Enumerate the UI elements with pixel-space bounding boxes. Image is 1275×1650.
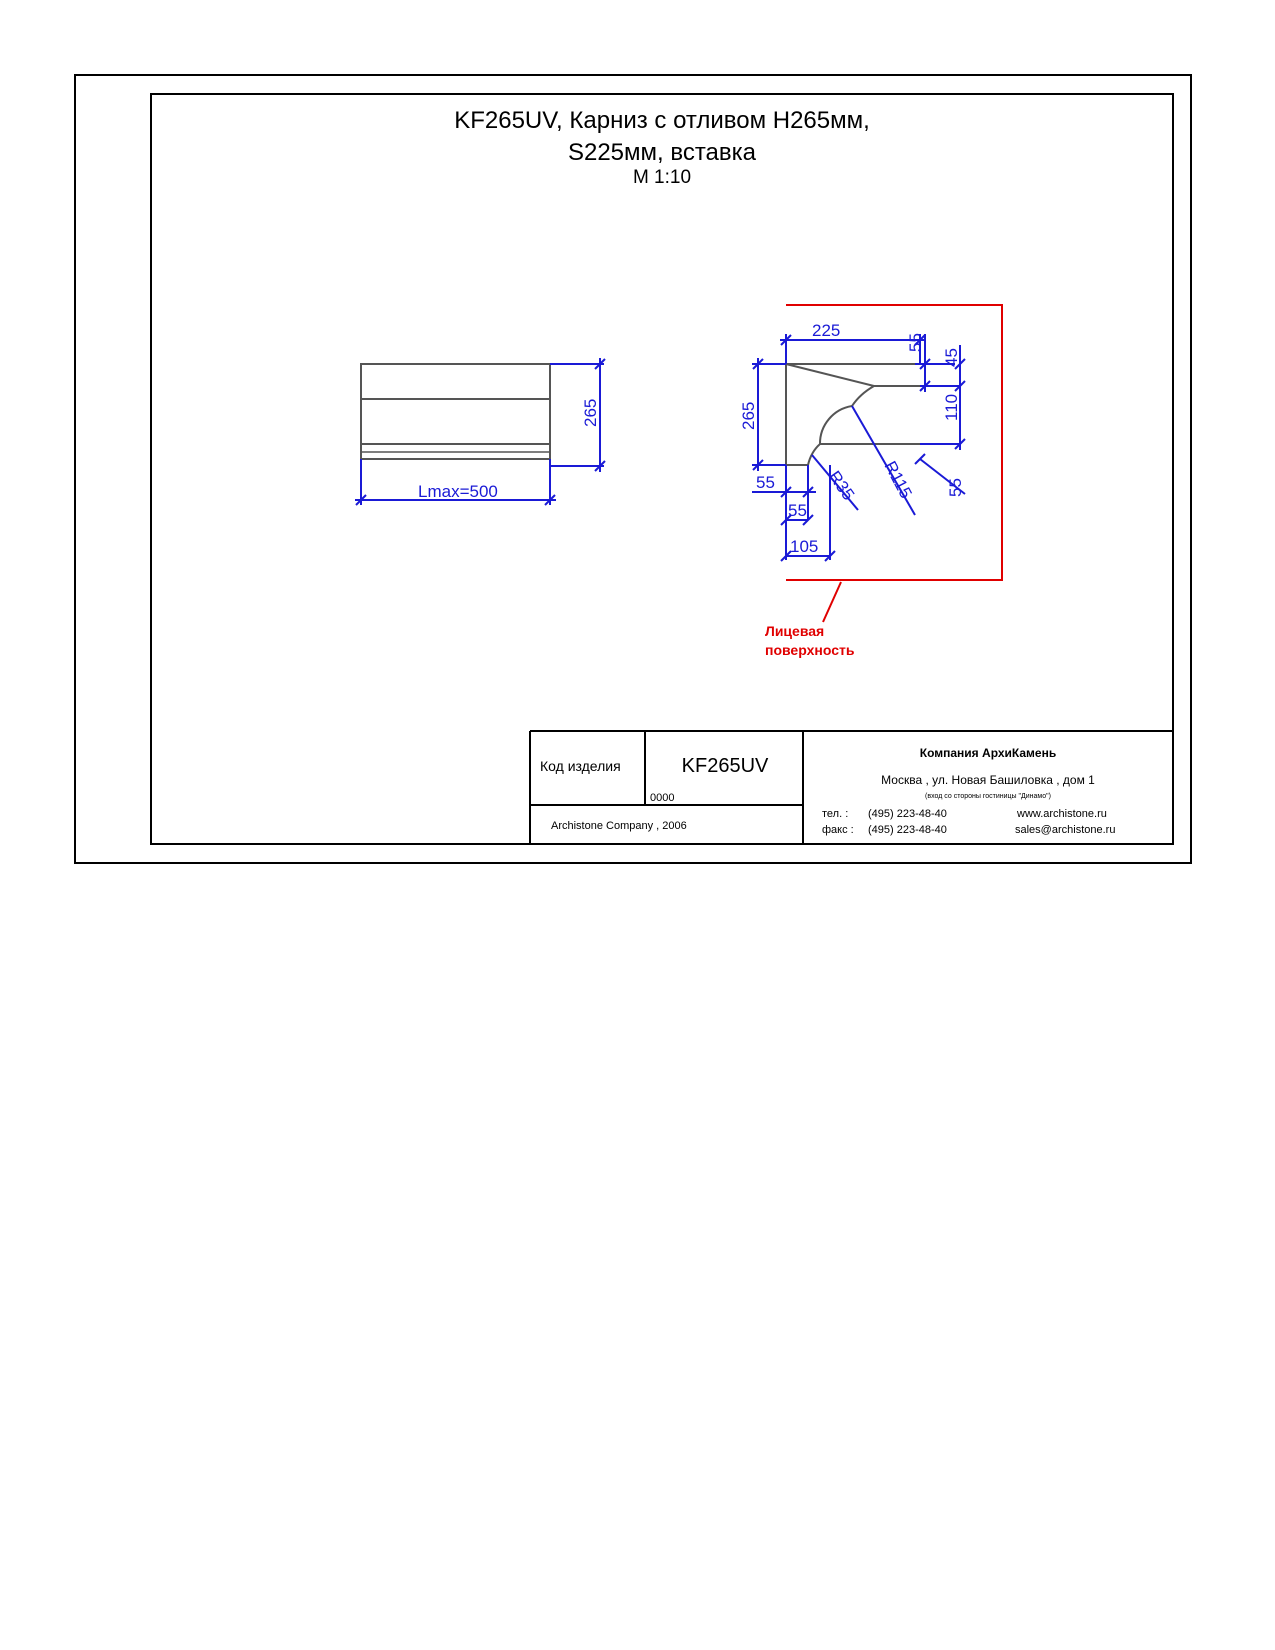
face-surface-marker <box>786 304 1003 623</box>
website-link[interactable]: www.archistone.ru <box>1017 808 1107 820</box>
fax-number: (495) 223-48-40 <box>868 824 947 836</box>
section-dimensions <box>752 334 966 562</box>
tel-number: (495) 223-48-40 <box>868 808 947 820</box>
section-view: 225 55 45 110 265 55 55 55 105 R35 R115 <box>739 304 1003 623</box>
dim-55-bottom: 55 <box>756 473 775 492</box>
email-link[interactable]: sales@archistone.ru <box>1015 824 1116 836</box>
dim-110: 110 <box>942 394 961 421</box>
section-profile <box>785 363 920 466</box>
fax-label: факс : <box>822 824 854 836</box>
front-view: Lmax=500 265 <box>355 358 606 506</box>
product-code: KF265UV <box>681 755 769 777</box>
company-address: Москва , ул. Новая Башиловка , дом 1 <box>881 773 1095 787</box>
dim-225: 225 <box>812 321 840 340</box>
drawing-title-line1: KF265UV, Карниз с отливом H265мм, <box>454 107 870 134</box>
copyright: Archistone Company , 2006 <box>551 820 687 832</box>
inner-frame <box>150 93 1174 845</box>
dim-length-label: Lmax=500 <box>418 482 498 501</box>
dim-55-right: 55 <box>946 478 965 497</box>
dim-r115: R115 <box>880 458 915 502</box>
address-note: (вход со стороны гостиницы "Динамо") <box>925 793 1051 800</box>
dim-55-second: 55 <box>788 501 807 520</box>
tel-label: тел. : <box>822 808 849 820</box>
company-name: Компания АрхиКамень <box>919 746 1057 760</box>
drawing-number: 0000 <box>650 792 675 804</box>
face-surface-label-line1: Лицевая <box>765 623 825 639</box>
dim-55-top: 55 <box>906 333 925 352</box>
outer-frame <box>74 74 1192 864</box>
face-surface-label-line2: поверхность <box>765 642 855 658</box>
front-view-outline <box>360 363 551 460</box>
dim-105: 105 <box>790 537 818 556</box>
title-block-grid <box>529 730 1172 845</box>
dimension-height <box>550 358 606 472</box>
drawing-scale: M 1:10 <box>632 167 692 188</box>
product-code-label: Код изделия <box>540 758 621 774</box>
dim-height-label: 265 <box>581 399 600 427</box>
face-surface-label: Лицевая поверхность <box>765 622 854 660</box>
drawing-title-line2: S225мм, вставка <box>567 139 757 166</box>
dim-265: 265 <box>739 402 758 430</box>
dim-45: 45 <box>942 348 961 367</box>
